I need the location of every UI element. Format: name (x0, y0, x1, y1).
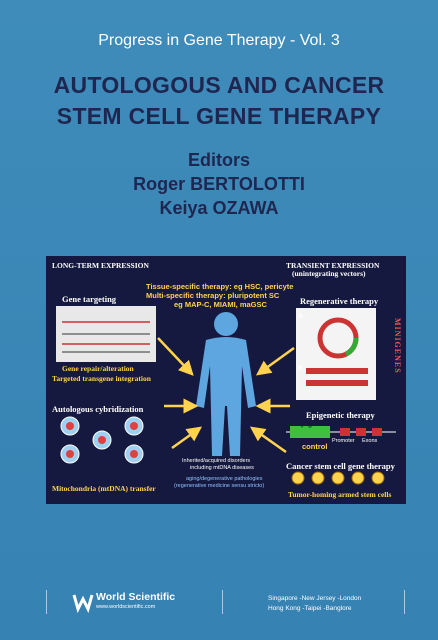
epigenetic-gene-diagram (286, 426, 396, 438)
publisher-name: World Scientific (96, 591, 176, 603)
epigenetic-label: Epigenetic (296, 419, 334, 428)
gene-repair-label: Gene repair/alteration (62, 364, 134, 373)
gene-targeting-label: Gene targeting (62, 294, 117, 304)
series-title: Progress in Gene Therapy - Vol. 3 (98, 32, 340, 49)
transient-label: TRANSIENT EXPRESSION (286, 261, 380, 270)
multi-specific-label: Multi-specific therapy: pluripotent SC (146, 291, 280, 300)
editors-label: Editors (187, 150, 250, 170)
editor-name-2: Keiya OZAWA (159, 198, 279, 218)
aging-line-2: (regenerative medicine sensu stricto) (174, 483, 265, 489)
illustration-art (56, 306, 396, 485)
human-silhouette (196, 312, 256, 456)
cybrid-cells (60, 416, 144, 464)
disorders-line-1: Inherited/acquired disorders (182, 458, 251, 464)
control-label: control (302, 442, 328, 451)
tumor-homing-label: Tumor-homing armed stem cells (288, 490, 392, 499)
promoter-label: Promoter (332, 438, 355, 444)
aging-line-1: aging/degenerative pathologies (186, 476, 263, 482)
cancer-stem-label: Cancer stem cell gene therapy (286, 461, 395, 471)
cities-line-1: Singapore -New Jersey -London (268, 595, 362, 602)
transient-sub-label: (unintegrating vectors) (292, 269, 366, 278)
cover-illustration: LONG-TERM EXPRESSION TRANSIENT EXPRESSIO… (46, 256, 406, 504)
footer-divider-left (46, 590, 47, 614)
mito-transfer-label: Mitochondria (mtDNA) transfer (52, 484, 156, 493)
exons-label: Exons (362, 438, 378, 444)
cities-line-2: Hong Kong -Taipei -Banglore (268, 605, 352, 612)
title-line-1: AUTOLOGOUS AND CANCER (53, 72, 385, 98)
world-scientific-logo (72, 594, 94, 613)
title-line-2: STEM CELL GENE THERAPY (56, 103, 382, 129)
publisher-cities: Singapore -New Jersey -London Hong Kong … (268, 594, 361, 614)
editor-name-1: Roger BERTOLOTTI (133, 174, 305, 194)
disorders-line-2: including mtDNA diseases (190, 465, 254, 471)
minigenes-label: MINIGENES (393, 318, 402, 374)
book-title: AUTOLOGOUS AND CANCER STEM CELL GENE THE… (0, 70, 438, 132)
label-a: A (298, 312, 304, 320)
multi-examples-label: eg MAP-C, MIAMI, maGSC (174, 300, 267, 309)
publisher-url: www.worldscientific.com (96, 604, 156, 610)
long-term-label: LONG-TERM EXPRESSION (52, 261, 149, 270)
regenerative-label: Regenerative therapy (300, 296, 379, 306)
footer-divider-right (404, 590, 405, 614)
targeted-integration-label: Targeted transgene integration (52, 374, 151, 383)
cybridization-label: Autologous cybridization (52, 404, 144, 414)
tissue-specific-label: Tissue-specific therapy: eg HSC, pericyt… (146, 282, 294, 291)
footer-divider-middle (222, 590, 223, 614)
epigenetic-therapy-label: Epigenetic therapy (306, 410, 375, 420)
label-b: B (298, 364, 303, 372)
armed-stem-cells (291, 471, 385, 485)
therapy-arrows (157, 337, 295, 454)
